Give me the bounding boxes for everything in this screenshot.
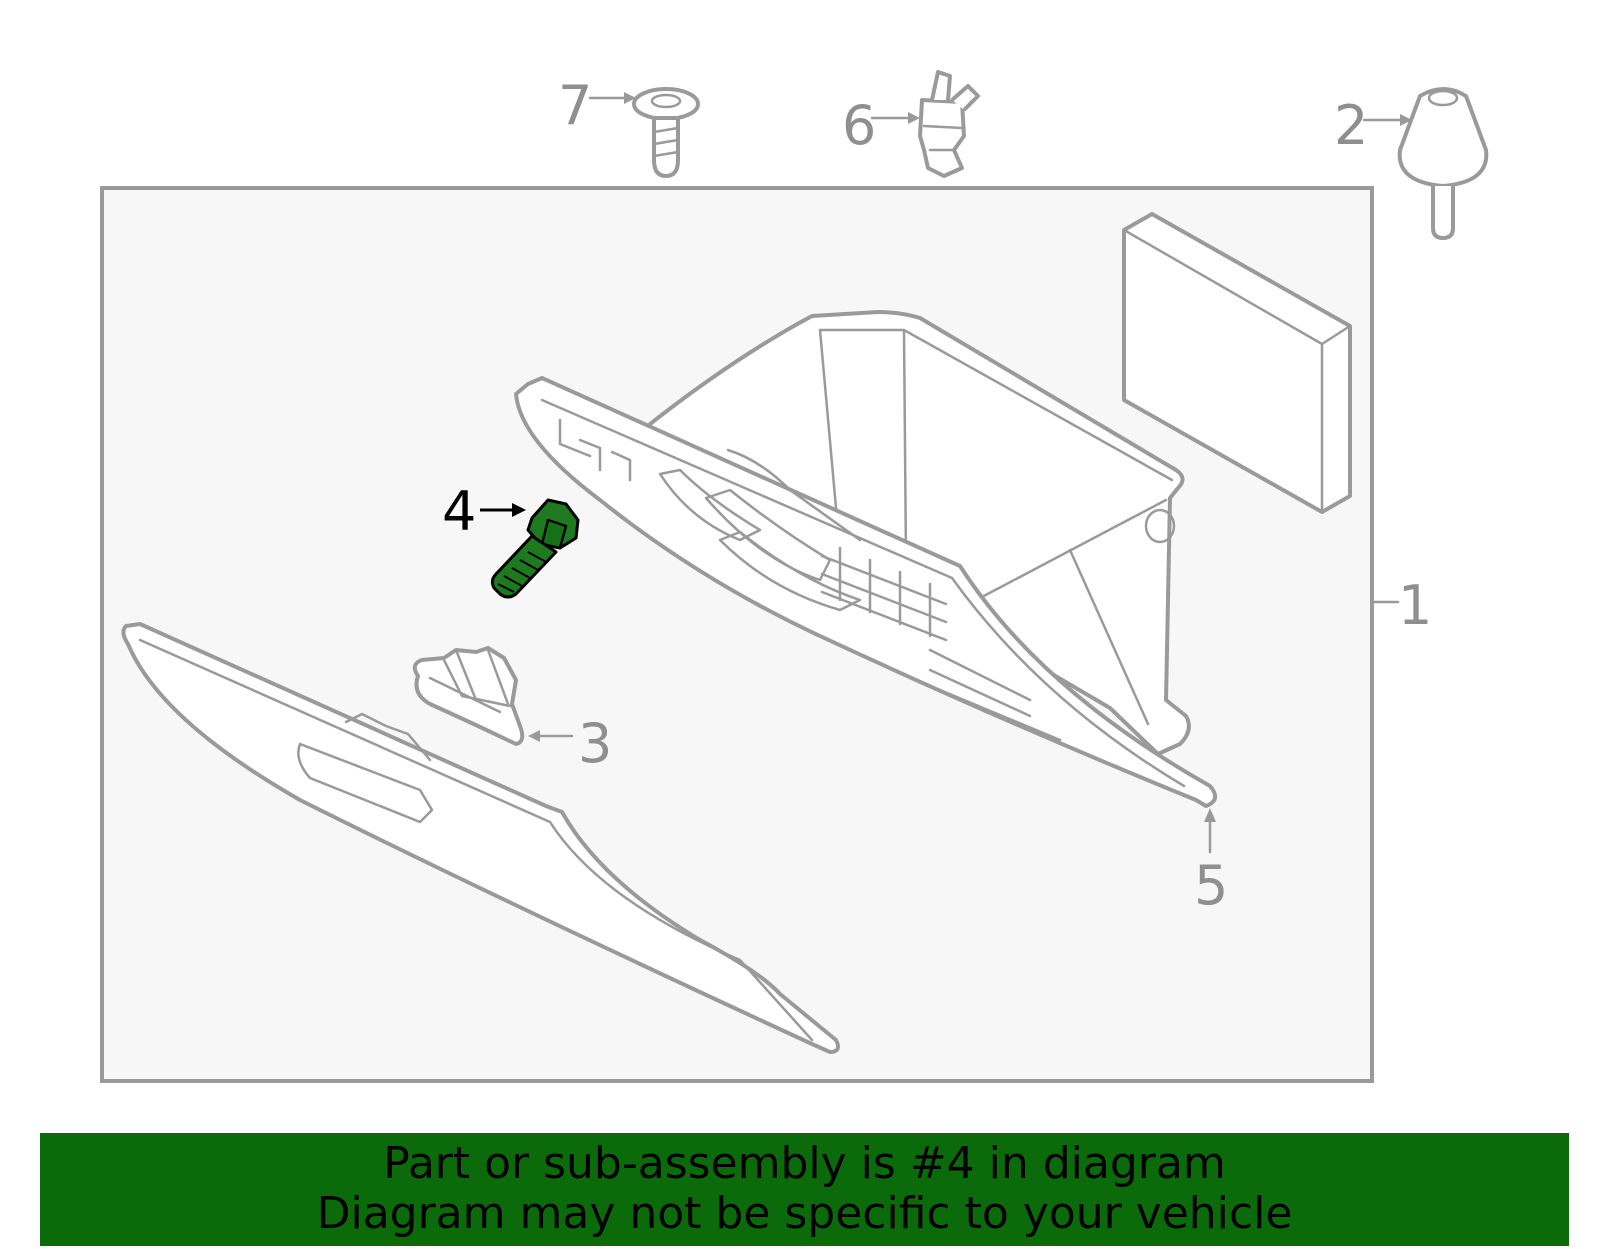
part-4-bolt[interactable] — [490, 498, 580, 599]
callout-4-arrowhead — [512, 503, 526, 517]
callout-5-arrowhead — [1204, 808, 1216, 822]
banner-line-2: Diagram may not be specific to your vehi… — [316, 1188, 1293, 1239]
glove-box-bin[interactable] — [514, 310, 1218, 808]
callout-2-arrowhead — [1400, 114, 1412, 126]
part-2-bumper[interactable] — [1397, 87, 1489, 240]
part-6-clip[interactable] — [918, 70, 980, 178]
glove-box-pad[interactable] — [1122, 212, 1352, 514]
part-3-latch[interactable] — [412, 646, 525, 746]
callout-6[interactable]: 6 — [842, 94, 876, 157]
part-7-screw[interactable] — [632, 87, 700, 178]
callout-7-arrowhead — [624, 92, 636, 104]
callout-3[interactable]: 3 — [578, 712, 612, 775]
callout-3-arrowhead — [528, 730, 540, 742]
callout-2[interactable]: 2 — [1334, 94, 1368, 157]
info-banner: Part or sub-assembly is #4 in diagram Di… — [40, 1133, 1569, 1246]
banner-line-1: Part or sub-assembly is #4 in diagram — [383, 1138, 1226, 1189]
glove-box-door[interactable] — [121, 622, 840, 1054]
callout-7[interactable]: 7 — [558, 74, 592, 137]
callout-4[interactable]: 4 — [442, 480, 476, 543]
callout-6-arrowhead — [908, 112, 920, 124]
callout-5[interactable]: 5 — [1194, 854, 1228, 917]
callout-1[interactable]: 1 — [1398, 574, 1432, 637]
